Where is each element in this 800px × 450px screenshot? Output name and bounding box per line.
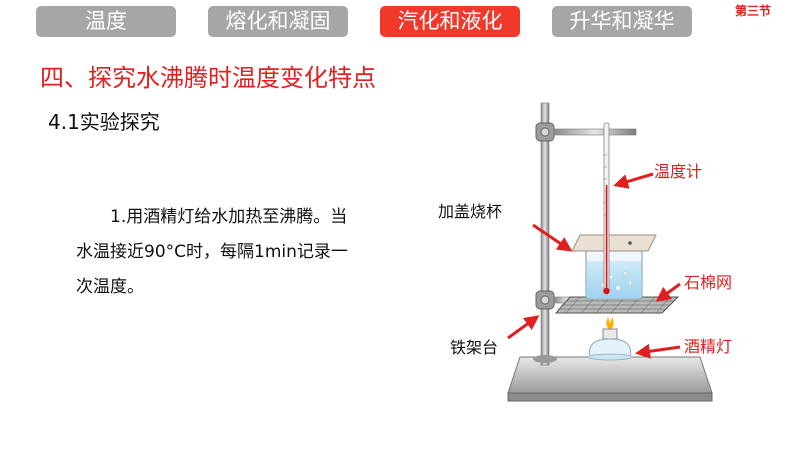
tab-sublimation-deposition[interactable]: 升华和凝华 [552,6,692,37]
experiment-apparatus-diagram: 温度计 加盖烧杯 石棉网 铁架台 酒精灯 [438,102,732,402]
thermometer [603,122,610,295]
tab-vaporization-liquefaction[interactable]: 汽化和液化 [380,6,520,37]
stand-label: 铁架台 [450,338,498,357]
gauze-label: 石棉网 [684,273,732,292]
gauze-arrow [655,282,681,302]
beaker-arrow [532,223,573,252]
section-heading: 四、探究水沸腾时温度变化特点 [40,64,376,92]
top-clamp [535,122,637,142]
thermometer-arrow [613,172,654,189]
lamp-label: 酒精灯 [684,337,732,356]
stand-base [507,356,713,402]
beaker-lid [571,234,657,252]
stand-arrow [507,315,540,340]
thermometer-label: 温度计 [654,162,702,181]
tab-melting-solidification[interactable]: 熔化和凝固 [208,6,348,37]
section-label: 第三节 [735,4,772,18]
subsection-heading: 4.1实验探究 [48,110,160,134]
beaker [585,245,643,300]
experiment-description: 1.用酒精灯给水加热至沸腾。当水温接近90°C时，每隔1min记录一次温度。 [76,207,348,297]
alcohol-lamp [587,317,633,361]
beaker-label: 加盖烧杯 [438,202,502,221]
lamp-arrow [635,343,681,359]
tab-temperature[interactable]: 温度 [36,6,176,37]
